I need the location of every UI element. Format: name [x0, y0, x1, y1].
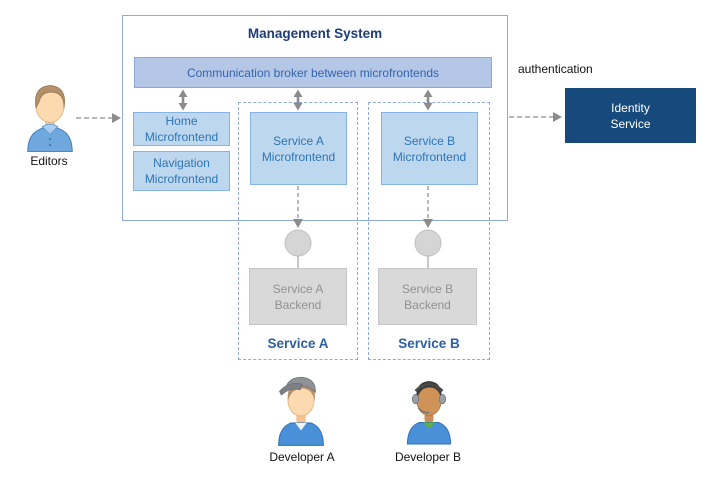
communication-broker-label: Communication broker between microfronte…	[186, 65, 440, 80]
service-b-microfrontend-node: Service B Microfrontend	[381, 112, 478, 185]
developer-b-headphone-band	[414, 382, 444, 392]
editor-collar	[41, 123, 59, 135]
identity-service-node: Identity Service	[565, 88, 696, 143]
editors-label: Editors	[30, 154, 68, 168]
identity-service-label: Identity Service	[610, 100, 651, 131]
developer-b-hoodie	[406, 422, 452, 445]
developer-b-svg	[406, 381, 452, 445]
editor-button	[48, 138, 52, 141]
developer-a-svg	[278, 376, 324, 446]
management-system-title: Management System	[247, 26, 383, 41]
editor-button	[48, 143, 52, 147]
authentication-label: authentication	[518, 62, 593, 76]
developer-a-cap-brim	[279, 382, 303, 396]
developer-b-collar	[422, 422, 436, 429]
service-a-backend-label: Service A Backend	[272, 281, 324, 312]
developer-a-label: Developer A	[269, 450, 335, 464]
developer-a-tee	[295, 423, 307, 431]
navigation-microfrontend-label: Navigation Microfrontend	[144, 156, 219, 186]
developer-b-earcup-left	[411, 394, 420, 405]
editor-hair	[35, 85, 65, 109]
developer-b-label: Developer B	[394, 450, 462, 464]
management-system-container	[122, 15, 508, 221]
service-a-title: Service A	[267, 336, 329, 351]
developer-b-mic	[417, 407, 430, 414]
service-a-microfrontend-label: Service A Microfrontend	[261, 133, 336, 164]
developer-b-neck	[424, 413, 434, 423]
person-developer-cap-icon	[273, 371, 329, 447]
service-a-microfrontend-node: Service A Microfrontend	[250, 112, 347, 185]
service-b-backend-label: Service B Backend	[401, 281, 454, 312]
navigation-microfrontend-node: Navigation Microfrontend	[133, 151, 230, 191]
editors-to-management-arrow	[76, 113, 121, 123]
person-developer-headphones-icon	[402, 371, 456, 447]
home-microfrontend-node: Home Microfrontend	[133, 112, 230, 146]
developer-b-earcup-right	[438, 394, 447, 405]
communication-broker-node: Communication broker between microfronte…	[134, 57, 492, 88]
person-editor-svg	[27, 85, 73, 153]
person-editor-icon	[21, 80, 79, 153]
service-b-backend-node: Service B Backend	[378, 268, 477, 325]
home-microfrontend-label: Home Microfrontend	[144, 114, 219, 144]
developer-a-hoodie	[278, 422, 324, 446]
service-a-backend-node: Service A Backend	[249, 268, 347, 325]
service-b-microfrontend-label: Service B Microfrontend	[392, 133, 467, 164]
authentication-arrow	[509, 112, 562, 122]
service-b-title: Service B	[398, 336, 460, 351]
